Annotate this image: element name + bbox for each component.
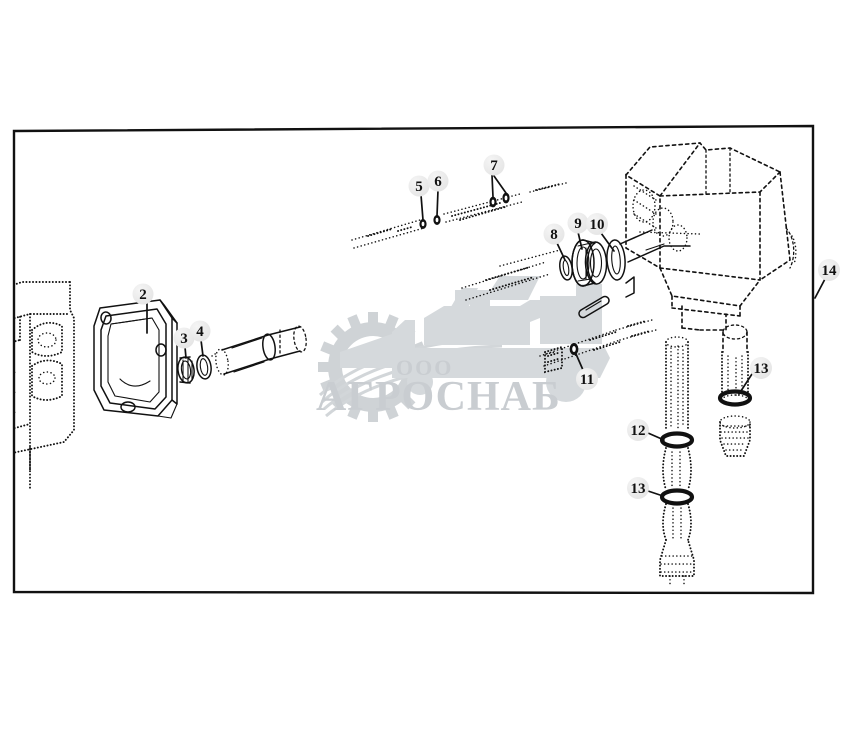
- watermark-company-form: ООО: [396, 355, 453, 380]
- callout-3-label: 3: [180, 331, 188, 347]
- callout-13-upper-label: 13: [754, 361, 769, 377]
- callout-7[interactable]: 7: [483, 154, 507, 198]
- callout-6[interactable]: 6: [427, 170, 449, 217]
- watermark-agrosnab: ООО АГРОСНАБ: [316, 276, 610, 422]
- callout-2-label: 2: [139, 287, 147, 303]
- callout-5[interactable]: 5: [408, 175, 430, 221]
- valve-spool-sleeve: [211, 325, 307, 376]
- callout-4-label: 4: [196, 324, 204, 340]
- callout-13-lower[interactable]: 13: [627, 477, 664, 499]
- plunger-pin: [578, 295, 610, 319]
- cartridge-right: [719, 351, 751, 457]
- callout-8-label: 8: [550, 227, 558, 243]
- combine-harvester-icon: [340, 276, 610, 402]
- watermark-company-name: АГРОСНАБ: [316, 374, 561, 420]
- upper-rod-assembly: [351, 182, 567, 249]
- callout-11[interactable]: 11: [575, 353, 598, 390]
- left-housing-partial: [14, 281, 75, 491]
- callout-14[interactable]: 14: [814, 259, 840, 299]
- diagram-border: [12, 124, 815, 595]
- o-ring-tiny: [569, 343, 579, 355]
- pin-small: [419, 219, 427, 229]
- gasket-plate: [93, 299, 178, 419]
- callout-3[interactable]: 3: [173, 327, 195, 359]
- pin-pair: [489, 192, 510, 208]
- callout-11-label: 11: [580, 372, 594, 388]
- callout-9-label: 9: [574, 216, 582, 232]
- callout-12[interactable]: 12: [627, 419, 665, 441]
- pin-small-2: [433, 215, 441, 225]
- callout-12-label: 12: [631, 423, 646, 439]
- callout-6-label: 6: [434, 174, 442, 190]
- callout-4[interactable]: 4: [189, 320, 211, 357]
- seal-ring-small: [177, 356, 195, 384]
- valve-housing-block: [619, 142, 797, 353]
- middle-rod-assembly: [461, 249, 561, 301]
- callout-5-label: 5: [415, 179, 423, 195]
- callout-7-label: 7: [490, 158, 498, 174]
- cartridge-lower: [659, 336, 695, 585]
- callout-13-lower-label: 13: [631, 481, 646, 497]
- callout-8[interactable]: 8: [543, 223, 566, 261]
- callout-13-upper[interactable]: 13: [738, 357, 772, 395]
- callout-2[interactable]: 2: [132, 283, 154, 334]
- callout-10[interactable]: 10: [586, 213, 615, 252]
- callout-14-label: 14: [822, 263, 838, 279]
- callout-9[interactable]: 9: [567, 212, 589, 250]
- back-up-washer: [606, 239, 626, 281]
- callout-10-label: 10: [590, 217, 605, 233]
- o-ring-lower-13: [659, 488, 695, 506]
- lower-rod-assembly: [539, 319, 657, 374]
- o-ring-upper-13: [717, 389, 753, 407]
